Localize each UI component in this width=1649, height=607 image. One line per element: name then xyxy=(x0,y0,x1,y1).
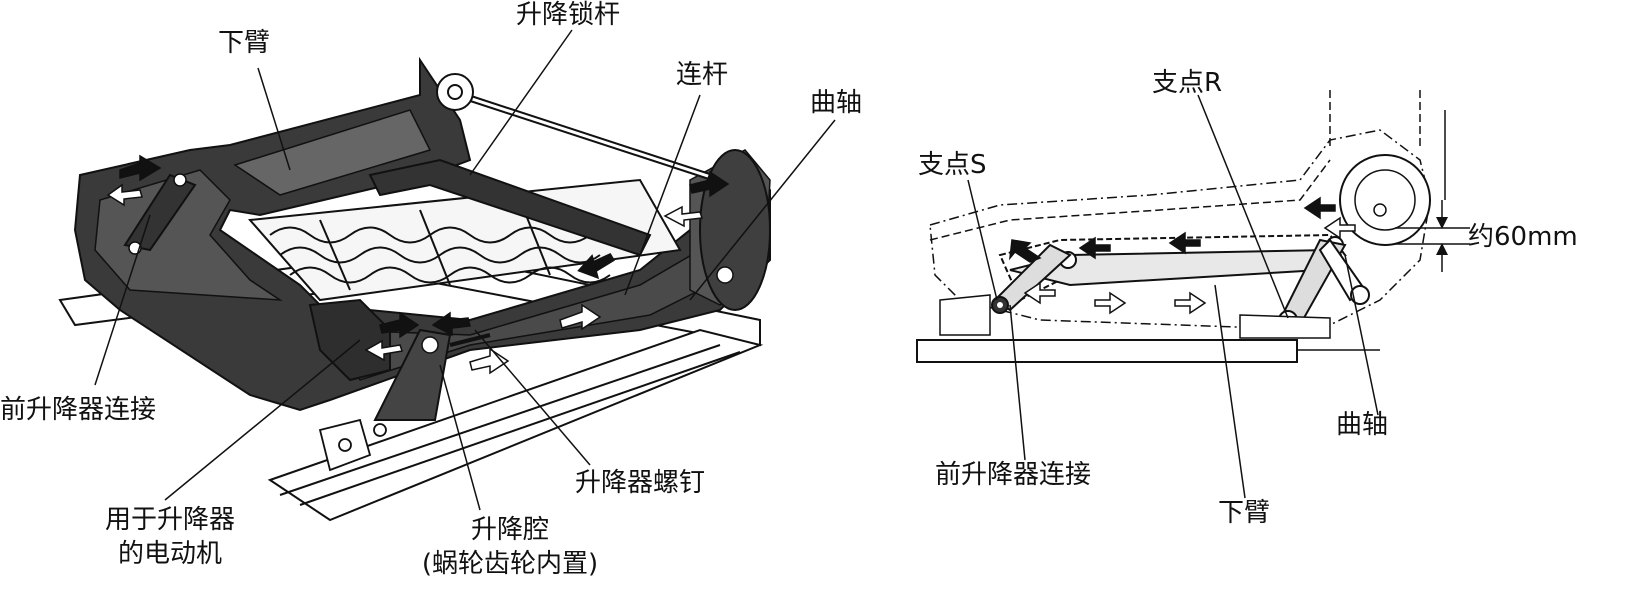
label-pivot-r: 支点R xyxy=(1152,68,1223,98)
label-lifter-motor: 用于升降器 的电动机 xyxy=(85,505,255,569)
seat-frame-illustration xyxy=(58,56,771,522)
lifter-motor-part xyxy=(308,298,491,421)
base-plate xyxy=(916,339,1298,363)
dimension-60mm xyxy=(1395,200,1470,272)
right-leader-lines xyxy=(967,94,1379,499)
label-lifter-cavity: 升降腔 (蜗轮齿轮内置) xyxy=(400,515,620,579)
label-lifter-cavity-line1: 升降腔 xyxy=(470,515,549,545)
label-link-rod: 连杆 xyxy=(676,60,729,90)
label-lifter-lock-rod: 升降锁杆 xyxy=(516,0,621,30)
label-lifter-screw: 升降器螺钉 xyxy=(575,468,706,498)
label-front-lifter-link-right: 前升降器连接 xyxy=(935,460,1092,490)
rail-brackets xyxy=(318,418,387,472)
side-view-illustration xyxy=(916,90,1470,363)
label-crankshaft-right: 曲轴 xyxy=(1336,410,1389,440)
label-lower-arm-right: 下臂 xyxy=(1218,498,1271,528)
label-lifter-cavity-line2: (蜗轮齿轮内置) xyxy=(421,549,599,579)
label-lifter-motor-line2: 的电动机 xyxy=(117,539,222,569)
label-front-lifter-link-left: 前升降器连接 xyxy=(0,395,157,425)
label-crankshaft-left: 曲轴 xyxy=(810,88,863,118)
rear-crossbar xyxy=(436,73,722,184)
label-lifter-motor-line1: 用于升降器 xyxy=(104,505,235,535)
left-leader-lines xyxy=(94,29,836,511)
label-lower-arm-left: 下臂 xyxy=(218,28,271,58)
label-pivot-s: 支点S xyxy=(918,150,987,180)
motion-arrows xyxy=(106,154,730,375)
label-approx-60mm: 约60mm xyxy=(1468,222,1578,252)
side-view-arrows xyxy=(1008,196,1356,315)
